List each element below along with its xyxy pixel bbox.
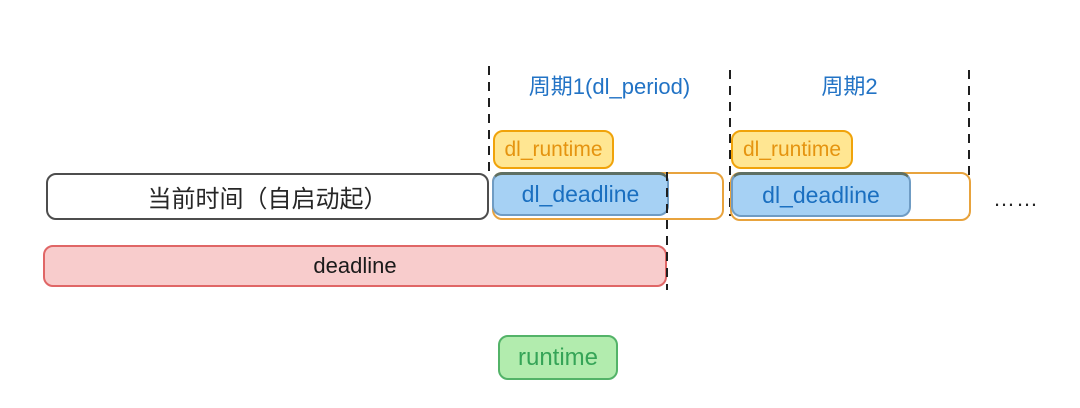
continuation-ellipsis: ……: [993, 186, 1039, 211]
runtime-label: runtime: [517, 343, 599, 371]
period1-dl-runtime-box: dl_runtime: [493, 130, 614, 169]
period1-start-dashed-line: [488, 66, 490, 172]
period1-dl-deadline-label: dl_deadline: [521, 181, 640, 207]
period1-dl-deadline-box: dl_deadline: [492, 172, 669, 216]
period1-end-dashed-line: [729, 70, 731, 216]
dl-deadline-marker-dashed-line: [666, 172, 668, 290]
period1-label: 周期1(dl_period): [528, 74, 691, 99]
current-time-box: 当前时间（自启动起）: [46, 173, 489, 220]
period2-dl-runtime-box: dl_runtime: [731, 130, 853, 169]
period2-dl-deadline-label: dl_deadline: [762, 181, 880, 208]
current-time-label: 当前时间（自启动起）: [147, 186, 388, 213]
period2-dl-runtime-label: dl_runtime: [742, 137, 842, 161]
period1-dl-runtime-label: dl_runtime: [504, 137, 603, 161]
period2-end-dashed-line: [968, 70, 970, 216]
deadline-box: deadline: [43, 245, 667, 287]
period2-label: 周期2: [821, 74, 878, 99]
deadline-label: deadline: [313, 253, 397, 278]
period2-dl-deadline-box: dl_deadline: [731, 172, 911, 217]
runtime-box: runtime: [498, 335, 618, 380]
